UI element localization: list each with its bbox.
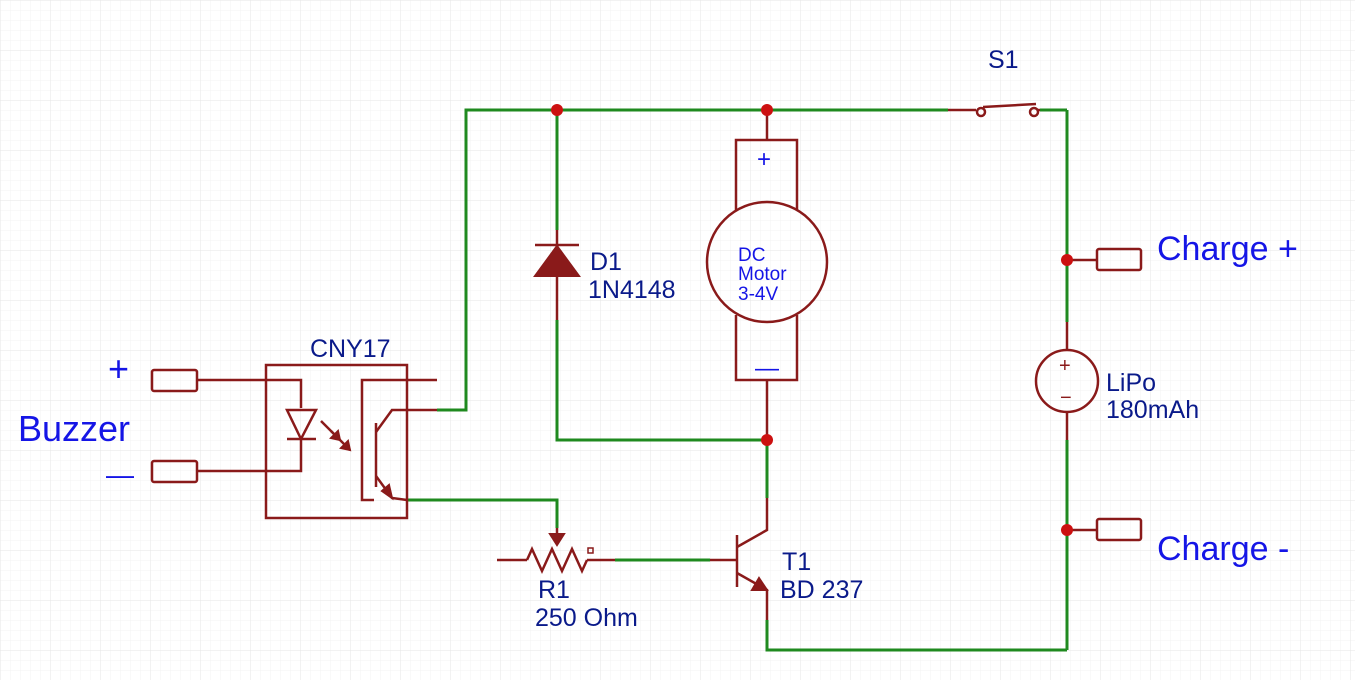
optocoupler-body [264,363,409,520]
buzzer-title-label: Buzzer [18,408,130,449]
opto-collector-lead [360,378,437,502]
motor-frame-top [734,138,799,210]
transistor-t1: T1 BD 237 [710,498,863,620]
switch-contact-right [1028,106,1040,118]
junction-dot [551,104,563,116]
t1-collector [736,498,769,549]
pot-wiper-arrow [548,533,566,547]
opto-led-triangle [285,408,319,442]
motor-minus-label: — [755,355,779,382]
battery-plus-label: + [1059,355,1071,377]
battery-ref-label: LiPo [1106,369,1156,397]
buzzer-minus-label: — [106,459,134,490]
dc-motor: + — DC Motor 3-4V [705,110,829,440]
buzzer-plus-label: + [108,348,129,389]
opto-emitter-arrow [380,483,394,501]
optocoupler-ref-label: CNY17 [310,335,391,363]
wire-bottom-rail [765,620,1067,652]
t1-value-label: BD 237 [780,576,863,604]
charge-plus-port: Charge + [1067,230,1298,272]
wire-top-rail [437,108,948,412]
opto-cathode-lead [197,440,303,473]
wires [407,108,1069,652]
switch-ref-label: S1 [988,46,1019,74]
motor-label-line3: 3-4V [738,284,778,305]
charge-minus-label: Charge - [1157,530,1289,568]
junction-dot [761,104,773,116]
battery-value-label: 180mAh [1106,396,1199,424]
junction-dot [761,434,773,446]
diode-d1: D1 1N4148 [533,230,676,320]
opto-transistor-collector [374,408,437,433]
switch-s1: S1 [948,46,1040,118]
charge-minus-connector [1095,517,1143,542]
switch-lever [982,102,1037,109]
wire-diode-bottom [555,320,767,442]
motor-label-line2: Motor [738,264,787,285]
opto-light-arrowhead-2 [339,439,352,452]
motor-label-line1: DC [738,245,765,266]
junctions [551,104,1073,536]
pot-zigzag [525,545,589,575]
buzzer-ports: + Buzzer — [18,348,199,490]
charge-plus-label: Charge + [1157,230,1298,268]
opto-anode-lead [197,378,303,408]
pot-ref-label: R1 [538,576,570,604]
wire-opto-emitter [407,498,559,528]
diode-ref-label: D1 [590,248,622,276]
t1-emitter-arrow [750,576,769,591]
potentiometer-r1: R1 250 Ohm [497,528,638,632]
t1-ref-label: T1 [782,548,811,576]
pot-value-label: 250 Ohm [535,604,638,632]
opto-light-arrowhead-1 [329,429,342,442]
motor-body [705,200,829,324]
battery-lipo: + − LiPo 180mAh [1034,322,1199,440]
battery-minus-label: − [1060,387,1072,409]
charge-plus-connector [1095,247,1143,272]
diode-value-label: 1N4148 [588,276,676,304]
junction-dot [1061,254,1073,266]
motor-plus-label: + [757,146,771,173]
switch-contact-left [975,106,987,118]
optocoupler-cny17: CNY17 [197,335,437,520]
pot-end-marker [587,547,594,554]
junction-dot [1061,524,1073,536]
